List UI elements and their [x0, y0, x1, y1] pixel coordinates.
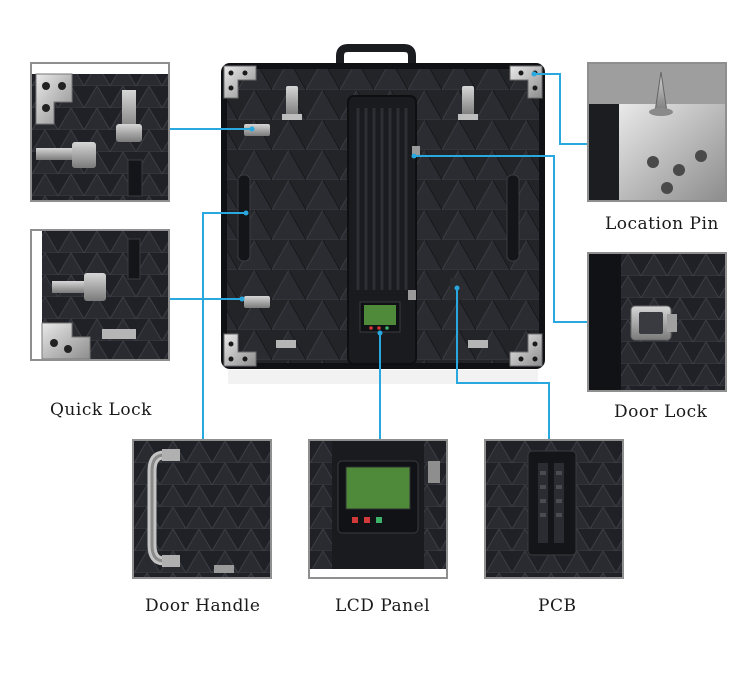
quick-lock-bottom-photo: [30, 229, 170, 361]
cabinet-top-handle: [336, 44, 416, 82]
caption-door-lock: Door Lock: [614, 402, 708, 422]
right-door-handle: [506, 174, 520, 262]
pcb-photo: [484, 439, 624, 579]
lcd-screen: [364, 305, 396, 325]
lcd-panel-photo: [308, 439, 448, 579]
caption-quick-lock: Quick Lock: [50, 400, 152, 420]
caption-lcd-panel: LCD Panel: [335, 596, 431, 616]
quick-lock-top-photo: [30, 62, 170, 202]
door-lock-photo: [587, 252, 727, 392]
leader-pcb: [456, 288, 550, 446]
leader-door-lock: [414, 155, 592, 323]
leader-location-pin: [534, 73, 588, 145]
door-handle-photo: [132, 439, 272, 579]
caption-door-handle: Door Handle: [145, 596, 261, 616]
caption-pcb: PCB: [538, 596, 577, 616]
leader-door-handle: [202, 212, 246, 446]
left-door-handle: [237, 174, 251, 262]
location-pin-photo: [587, 62, 727, 202]
caption-location-pin: Location Pin: [605, 214, 719, 234]
